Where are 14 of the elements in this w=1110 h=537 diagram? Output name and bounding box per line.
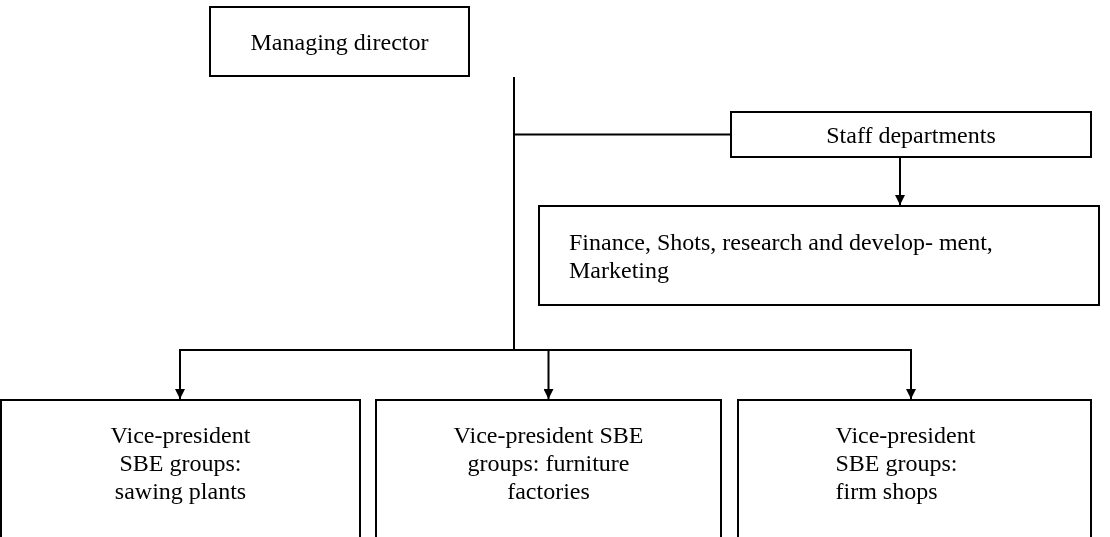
box-label: Finance, Shots, research and develop- ment, Marketing [569, 227, 994, 284]
box-label: Vice-president SBE groups: furniture factories [452, 421, 645, 505]
org-box [538, 205, 1100, 306]
box-label: Staff departments [825, 120, 997, 149]
org-box [737, 399, 1092, 537]
org-box [0, 399, 361, 537]
org-box [209, 6, 470, 77]
org-box [730, 111, 1092, 158]
box-label: Vice-president SBE groups: firm shops [835, 421, 977, 505]
arrow [895, 157, 905, 206]
arrow [513, 76, 916, 400]
box-label: Managing director [249, 27, 430, 56]
box-label: Vice-president SBE groups: sawing plants [109, 421, 252, 505]
org-box [375, 399, 722, 537]
